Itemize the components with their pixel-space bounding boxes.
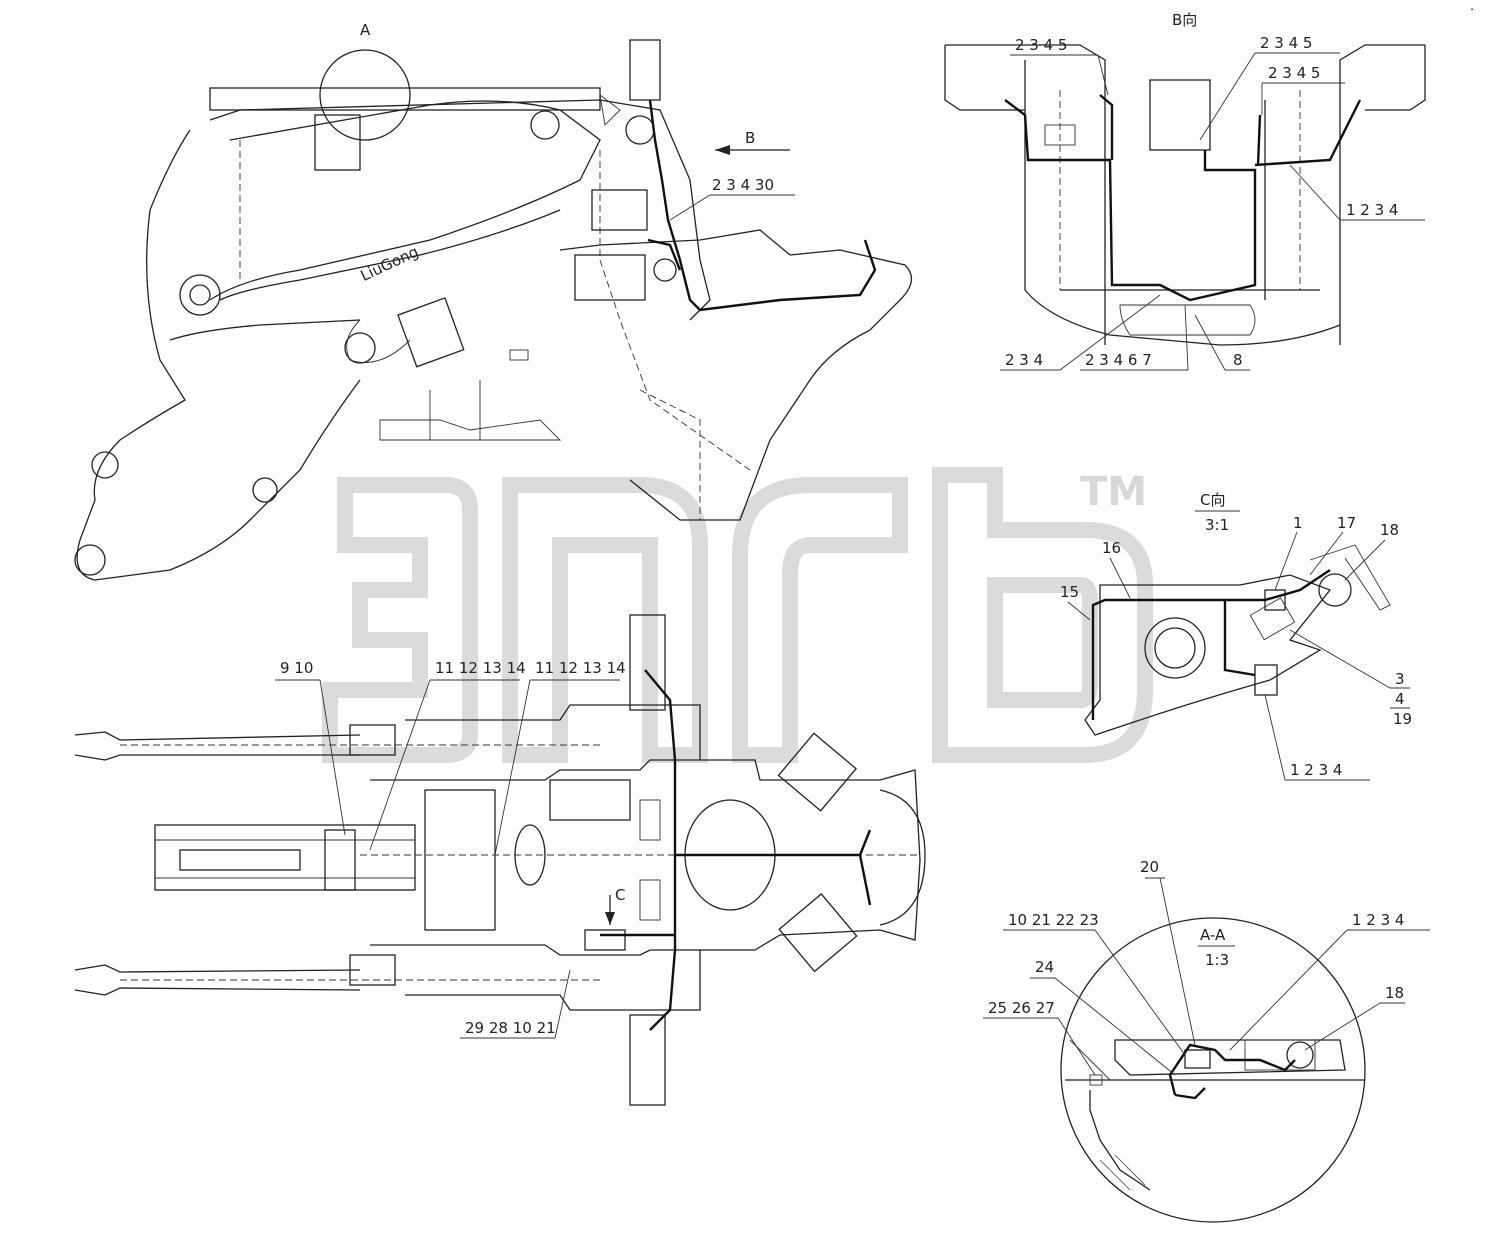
- section-aa-callout-25-27: 25 26 27: [988, 999, 1055, 1017]
- section-aa-callout-10-23: 10 21 22 23: [1008, 911, 1099, 929]
- section-aa-title: A-A: [1200, 926, 1226, 944]
- view-c-callout-1234: 1 2 3 4: [1290, 761, 1342, 779]
- top-view-callout-9-10: 9 10: [280, 659, 313, 677]
- view-b-callout-8: 8: [1233, 351, 1243, 369]
- section-aa-scale: 1:3: [1205, 951, 1229, 969]
- view-c-callout-1: 1: [1293, 514, 1303, 532]
- watermark-logo: TM: [322, 467, 1153, 763]
- view-b-title: B向: [1172, 11, 1197, 29]
- view-b-callout-right: 1 2 3 4: [1346, 201, 1398, 219]
- view-c-callout-19: 19: [1393, 710, 1412, 728]
- top-view-callout-11-14-right: 11 12 13 14: [535, 659, 626, 677]
- view-c-title: C向: [1200, 491, 1225, 509]
- callout-2-3-4-30: 2 3 4 30: [712, 176, 774, 194]
- corner-mark: ·: [1470, 3, 1474, 18]
- view-c-scale: 3:1: [1205, 516, 1229, 534]
- section-aa-callout-20: 20: [1140, 858, 1159, 876]
- view-c: C向 3:1 1 17 18 16 15 3 4 19 1 2 3 4: [1060, 491, 1412, 781]
- section-aa: A-A 1:3 10 21 22 23 20 1 2 3 4 24 18 25 …: [983, 858, 1430, 1223]
- watermark-tm: TM: [1080, 469, 1147, 515]
- section-aa-callout-18: 18: [1385, 984, 1404, 1002]
- view-c-callout-16: 16: [1102, 539, 1121, 557]
- top-view: 9 10 11 12 13 14 11 12 13 14 C 29 28 10 …: [74, 614, 926, 1106]
- view-b: B向 2 3 4 5 2 3 4 5 2 3 4 5 1 2 3 4 2 3 4: [944, 11, 1426, 371]
- top-view-callout-11-14-left: 11 12 13 14: [435, 659, 526, 677]
- view-c-callout-3: 3: [1395, 670, 1405, 688]
- view-c-callout-17: 17: [1337, 514, 1356, 532]
- view-c-callout-18: 18: [1380, 521, 1399, 539]
- view-c-callout-4: 4: [1395, 690, 1405, 708]
- view-b-callout-top-mid: 2 3 4 5: [1260, 34, 1312, 52]
- view-b-arrow-label: B: [745, 129, 755, 147]
- view-c-marker: C: [615, 886, 625, 904]
- view-b-callout-top-left: 2 3 4 5: [1015, 36, 1067, 54]
- detail-a-label: A: [360, 21, 371, 39]
- section-aa-callout-1234: 1 2 3 4: [1352, 911, 1404, 929]
- view-b-callout-bottom-mid: 2 3 4 6 7: [1085, 351, 1152, 369]
- view-b-callout-top-mid2: 2 3 4 5: [1268, 64, 1320, 82]
- side-view: LiuGong A B 2 3 4 30: [74, 21, 912, 581]
- top-view-callout-29-21: 29 28 10 21: [465, 1019, 556, 1037]
- section-aa-callout-24: 24: [1035, 958, 1054, 976]
- view-b-callout-bottom-left: 2 3 4: [1005, 351, 1043, 369]
- view-c-callout-15: 15: [1060, 583, 1079, 601]
